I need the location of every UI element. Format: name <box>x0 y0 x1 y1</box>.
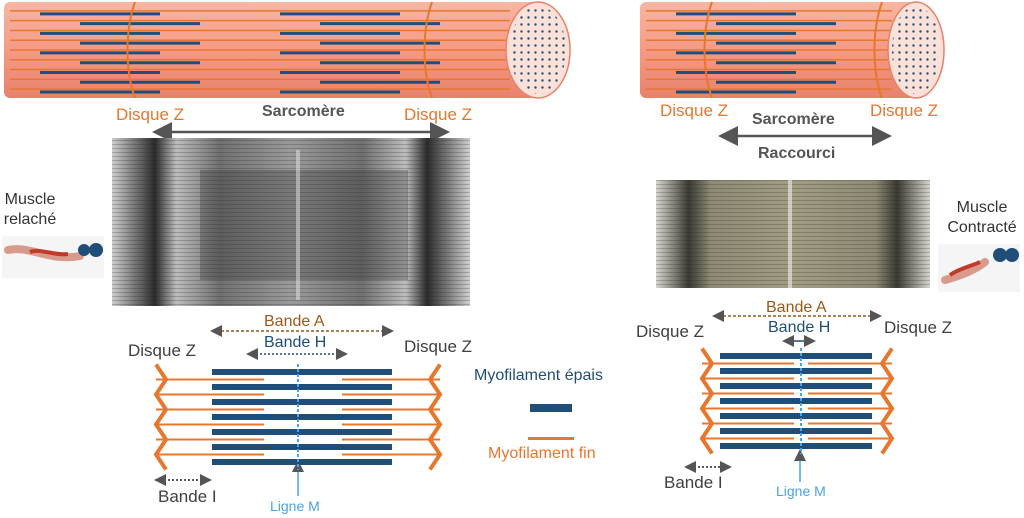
z-disc-right <box>879 347 895 455</box>
contracted-line2: Contracté <box>947 219 1017 236</box>
left-em-micrograph <box>112 138 470 306</box>
contracted-arm-icon <box>938 244 1020 292</box>
right-sarcomere-diagram <box>699 347 895 455</box>
legend-thick-label: Myofilament épais <box>474 367 603 384</box>
thick-filament <box>720 383 872 389</box>
legend-thin-label: Myofilament fin <box>488 445 596 462</box>
left-band-h-label: Bande H <box>264 334 327 351</box>
left-top-z-disc-label: Disque Z <box>116 105 185 124</box>
contracted-muscle-label: Muscle Contracté <box>940 198 1024 238</box>
left-band-a-label: Bande A <box>264 313 325 330</box>
thick-filament <box>720 398 872 404</box>
thick-filament <box>720 353 872 359</box>
right-m-line-label: Ligne M <box>776 483 826 499</box>
left-top-z-disc-right-label: Disque Z <box>404 105 473 124</box>
thick-filament <box>212 369 392 375</box>
left-sarcomere-diagram <box>153 363 443 471</box>
thick-filament <box>212 414 392 420</box>
relaxed-muscle-label: Muscle relaché <box>0 190 60 230</box>
z-disc-left <box>699 347 715 455</box>
right-top-z-disc-label: Disque Z <box>660 101 729 120</box>
relaxed-line1: Muscle <box>4 191 56 208</box>
z-disc-left <box>153 363 169 471</box>
thick-filament <box>720 428 872 434</box>
left-muscle-fiber <box>4 1 571 99</box>
thick-filament <box>212 399 392 405</box>
left-diagram-z-left-label: Disque Z <box>128 341 197 360</box>
z-disc-right <box>427 363 443 471</box>
thick-filament <box>212 429 392 435</box>
right-em-micrograph <box>656 180 930 288</box>
relaxed-arm-icon <box>2 236 104 278</box>
legend-thin-swatch <box>528 437 574 440</box>
right-band-i-label: Bande I <box>664 473 723 492</box>
left-sarcomere-label: Sarcomère <box>262 103 345 120</box>
thick-filament <box>212 384 392 390</box>
right-band-a-label: Bande A <box>766 299 827 316</box>
thick-filament <box>212 459 392 465</box>
relaxed-line2: relaché <box>3 211 57 228</box>
right-sarcomere-label: Sarcomère <box>752 111 835 128</box>
right-shortened-label: Raccourci <box>758 145 836 162</box>
left-diagram-z-right-label: Disque Z <box>404 337 473 356</box>
contracted-line1: Muscle <box>956 199 1008 216</box>
left-m-line-label: Ligne M <box>270 498 320 514</box>
thick-filament <box>720 368 872 374</box>
right-diagram-z-right-label: Disque Z <box>884 318 953 337</box>
thick-filament <box>720 443 872 449</box>
thick-filament <box>720 413 872 419</box>
right-diagram-z-left-label: Disque Z <box>636 322 705 341</box>
right-muscle-fiber <box>640 1 945 99</box>
right-top-z-disc-right-label: Disque Z <box>870 101 939 120</box>
thick-filament <box>212 444 392 450</box>
left-band-i-label: Bande I <box>158 487 217 506</box>
right-band-h-label: Bande H <box>768 319 831 336</box>
legend-thick-swatch <box>530 404 572 412</box>
